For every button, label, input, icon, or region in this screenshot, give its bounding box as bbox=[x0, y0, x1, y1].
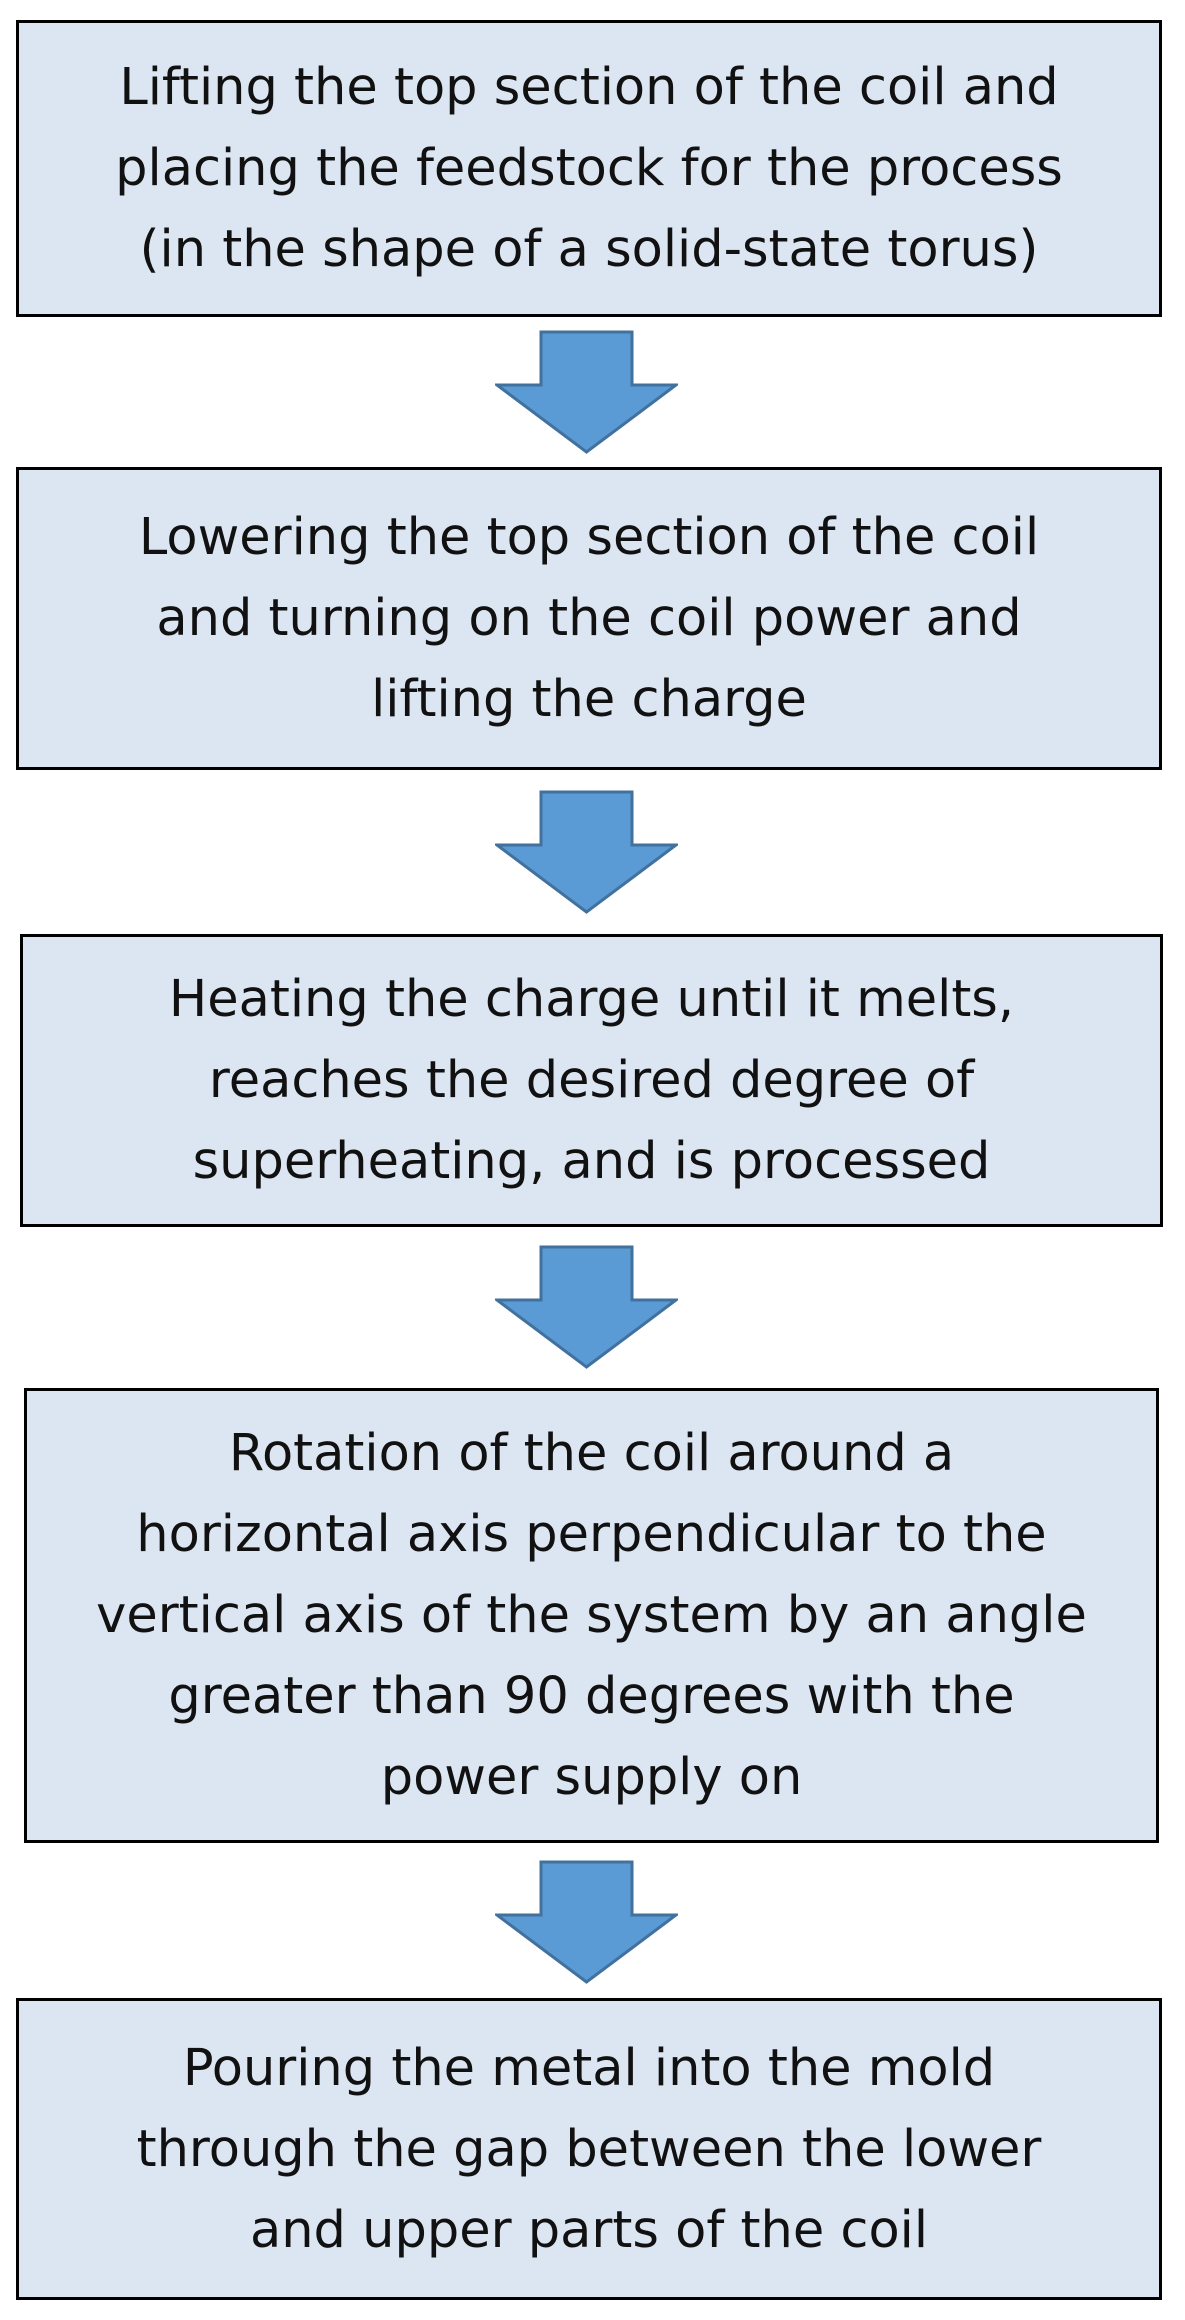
flowchart-step-5: Pouring the metal into the mold through … bbox=[16, 1998, 1162, 2300]
step-1-line: Lifting the top section of the coil and bbox=[119, 58, 1059, 117]
step-3-text: Heating the charge until it melts, reach… bbox=[169, 959, 1014, 1202]
flowchart-step-4: Rotation of the coil around a horizontal… bbox=[24, 1388, 1159, 1843]
step-1-line: placing the feedstock for the process bbox=[115, 139, 1063, 198]
down-arrow-icon bbox=[495, 790, 678, 914]
arrow-shape bbox=[495, 1245, 678, 1369]
step-4-line: vertical axis of the system by an angle bbox=[96, 1586, 1087, 1645]
down-arrow-icon bbox=[495, 1860, 678, 1984]
step-5-line: Pouring the metal into the mold bbox=[182, 2038, 996, 2098]
step-1-line: (in the shape of a solid-state torus) bbox=[139, 220, 1039, 279]
flowchart-step-3: Heating the charge until it melts, reach… bbox=[20, 934, 1163, 1227]
step-5-text: Pouring the metal into the mold through … bbox=[137, 2028, 1042, 2271]
step-4-line: greater than 90 degrees with the bbox=[168, 1667, 1015, 1726]
step-5-line: through the gap between the lower bbox=[136, 2119, 1042, 2179]
down-arrow-icon bbox=[495, 1245, 678, 1369]
flowchart-step-1: Lifting the top section of the coil and … bbox=[16, 20, 1162, 317]
arrow-shape bbox=[495, 330, 678, 454]
step-4-line: horizontal axis perpendicular to the bbox=[136, 1505, 1047, 1564]
step-2-line: lifting the charge bbox=[371, 670, 807, 729]
step-3-line: Heating the charge until it melts, bbox=[168, 970, 1015, 1029]
step-4-line: power supply on bbox=[380, 1748, 803, 1807]
step-2-line: Lowering the top section of the coil bbox=[138, 508, 1040, 567]
step-1-text: Lifting the top section of the coil and … bbox=[115, 47, 1063, 290]
step-2-text: Lowering the top section of the coil and… bbox=[139, 497, 1039, 740]
flowchart-step-2: Lowering the top section of the coil and… bbox=[16, 467, 1162, 770]
step-4-text: Rotation of the coil around a horizontal… bbox=[96, 1413, 1087, 1818]
step-5-line: and upper parts of the coil bbox=[249, 2200, 929, 2260]
arrow-shape bbox=[495, 1860, 678, 1984]
step-3-line: reaches the desired degree of bbox=[208, 1051, 975, 1110]
step-3-line: superheating, and is processed bbox=[192, 1132, 991, 1191]
down-arrow-icon bbox=[495, 330, 678, 454]
arrow-shape bbox=[495, 790, 678, 914]
step-2-line: and turning on the coil power and bbox=[156, 589, 1022, 648]
step-4-line: Rotation of the coil around a bbox=[228, 1424, 955, 1483]
